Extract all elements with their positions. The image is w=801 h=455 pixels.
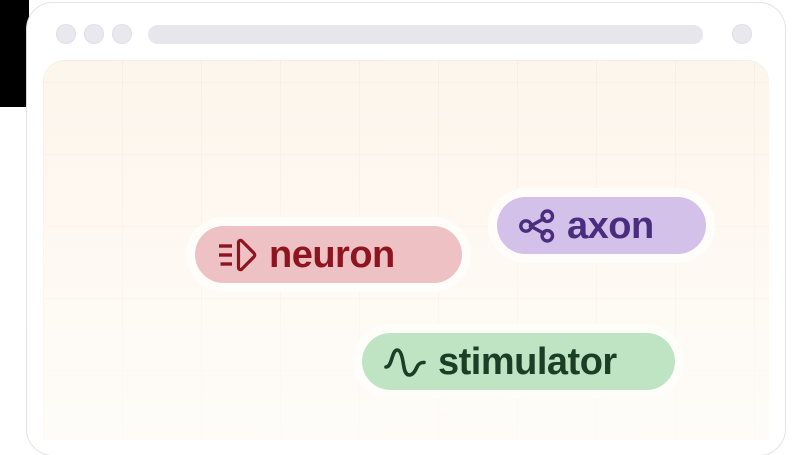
send-lines-triangle-icon (217, 238, 257, 272)
maximize-dot-icon[interactable] (112, 24, 132, 44)
entity-label-axon: axon (567, 204, 654, 247)
entity-tag-stimulator[interactable]: stimulator (362, 333, 675, 390)
entity-label-stimulator: stimulator (438, 340, 617, 383)
browser-window: neuron axon (27, 3, 785, 455)
page-backdrop (0, 0, 29, 107)
entity-tag-neuron[interactable]: neuron (195, 226, 462, 283)
activity-waveform-icon (384, 346, 426, 378)
entity-canvas[interactable]: neuron axon (43, 60, 769, 440)
menu-dot-icon[interactable] (732, 24, 752, 44)
entity-label-neuron: neuron (269, 233, 395, 276)
browser-toolbar (27, 3, 785, 60)
share-nodes-icon (519, 208, 555, 244)
address-bar-input[interactable] (148, 25, 703, 44)
entity-tag-axon[interactable]: axon (497, 197, 706, 254)
window-controls (56, 24, 132, 44)
screenshot-stage: neuron axon (0, 0, 769, 440)
minimize-dot-icon[interactable] (84, 24, 104, 44)
close-dot-icon[interactable] (56, 24, 76, 44)
